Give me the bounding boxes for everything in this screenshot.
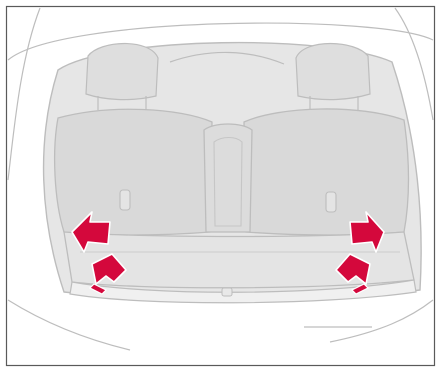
tailgate-latch — [222, 288, 232, 296]
right-seatback — [244, 109, 409, 235]
left-seatback — [55, 109, 212, 235]
left-seat-latch — [120, 190, 130, 210]
center-armrest — [204, 124, 252, 232]
left-headrest — [86, 44, 158, 100]
right-headrest — [296, 44, 370, 100]
right-seat-latch — [326, 192, 336, 212]
